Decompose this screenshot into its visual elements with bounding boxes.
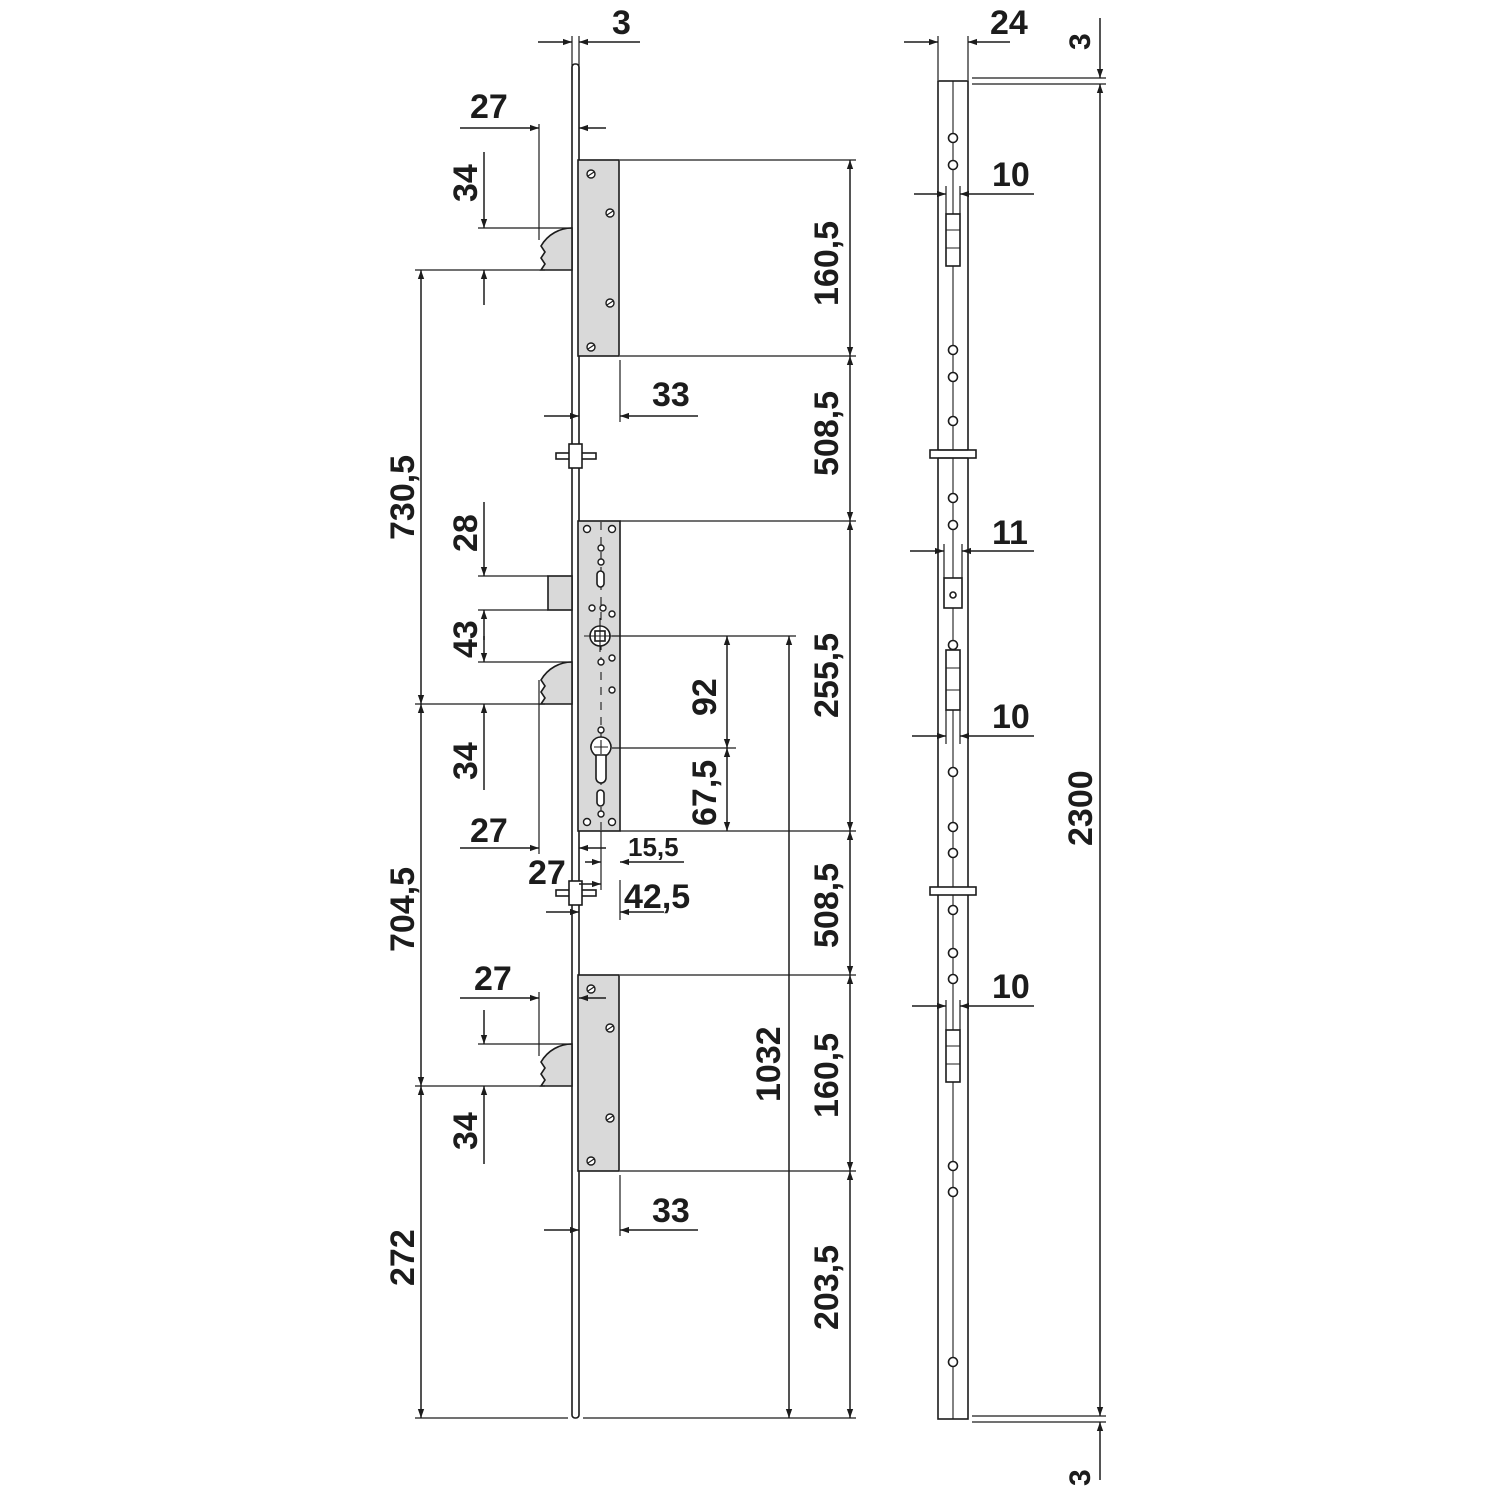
dim-center-hook-offset-lower: 27 xyxy=(528,854,601,892)
dim-label: 24 xyxy=(990,4,1028,42)
dim-bottom-hook-offset: 27 xyxy=(460,960,606,1056)
bottom-gearbox xyxy=(577,974,620,1172)
dim-label: 3 xyxy=(1064,33,1097,50)
center-deadbolt xyxy=(547,575,573,611)
faceplate-coupler-top xyxy=(929,449,977,459)
dim-label: 704,5 xyxy=(384,867,422,952)
dim-label: 203,5 xyxy=(808,1245,846,1330)
dim-label: 730,5 xyxy=(384,455,422,540)
dim-center-bolt-width: 11 xyxy=(910,514,1034,578)
dim-faceplate-width: 24 xyxy=(904,4,1028,80)
dim-label: 160,5 xyxy=(808,1033,846,1118)
dim-label: 67,5 xyxy=(686,760,724,826)
center-hook xyxy=(539,661,573,705)
dim-upper-hook-pitch: 730,5 xyxy=(384,270,545,705)
front-view: 3 27 34 160,5 33 xyxy=(384,4,856,1419)
dim-label: 10 xyxy=(992,156,1030,194)
dim-bottom-hook-height: 34 xyxy=(447,1010,572,1164)
dim-label: 255,5 xyxy=(808,633,846,718)
dim-label: 27 xyxy=(470,88,508,126)
dim-label: 508,5 xyxy=(808,391,846,476)
faceplate-holes xyxy=(947,132,959,1368)
dim-label: 508,5 xyxy=(808,863,846,948)
dim-handle-height: 1032 xyxy=(750,636,793,1418)
dim-label: 2300 xyxy=(1062,770,1100,846)
dim-label: 92 xyxy=(686,678,724,716)
dim-total-length: 2300 xyxy=(972,77,1106,1423)
dim-bottom-box-depth: 33 xyxy=(544,1175,698,1236)
dim-label: 11 xyxy=(992,514,1028,552)
dim-label: 28 xyxy=(447,514,485,552)
faceplate-slots xyxy=(943,213,963,1083)
dim-label: 15,5 xyxy=(628,832,679,862)
top-hook xyxy=(539,227,573,271)
dim-label: 3 xyxy=(612,4,631,42)
dim-top-end: 3 xyxy=(1064,18,1104,78)
dim-spindle-to-bottom: 92 xyxy=(686,636,731,748)
top-coupler xyxy=(555,443,597,469)
dim-backset-small: 15,5 xyxy=(585,831,684,890)
dim-bottom-rod-length: 203,5 xyxy=(583,1171,856,1419)
dim-label: 34 xyxy=(447,1112,485,1150)
dim-top-hook-height: 34 xyxy=(415,152,572,305)
dim-center-box-length: 255,5 xyxy=(808,521,854,831)
faceplate-coupler-bottom xyxy=(929,886,977,896)
dim-center-hook-offset: 27 xyxy=(460,680,606,854)
dim-label: 33 xyxy=(652,376,690,414)
dim-label: 43 xyxy=(447,620,485,658)
dim-backset: 42,5 xyxy=(546,878,690,920)
dim-top-box-length: 160,5 xyxy=(808,160,854,356)
dim-lower-hook-pitch: 704,5 xyxy=(384,704,545,1087)
ext-center-case xyxy=(612,635,856,832)
dim-label: 33 xyxy=(652,1192,690,1230)
dim-top-box-depth: 33 xyxy=(544,360,698,422)
dim-label: 27 xyxy=(474,960,512,998)
dim-label: 10 xyxy=(992,968,1030,1006)
top-gearbox xyxy=(577,159,620,357)
dim-label: 160,5 xyxy=(808,221,846,306)
dim-bottom-end: 3 xyxy=(1064,1422,1104,1486)
dim-label: 27 xyxy=(470,812,508,850)
dim-label: 3 xyxy=(1064,1469,1097,1486)
bottom-hook xyxy=(539,1043,573,1087)
dim-label: 27 xyxy=(528,854,566,892)
dim-label: 10 xyxy=(992,698,1030,736)
dim-top-hook-offset: 27 xyxy=(460,88,606,240)
bottom-coupler xyxy=(555,880,597,906)
dim-label: 34 xyxy=(447,742,485,780)
dim-floor-to-hook: 272 xyxy=(384,1086,568,1419)
dim-span-top-center: 508,5 xyxy=(620,356,856,522)
dim-label: 34 xyxy=(447,164,485,202)
dim-bottom-bolt-width: 10 xyxy=(912,968,1034,1030)
dim-label: 1032 xyxy=(750,1026,788,1102)
side-view: 24 10 11 10 10 xyxy=(904,4,1106,1486)
dim-deadbolt-height: 28 xyxy=(447,502,548,640)
dim-center-hook-height: 34 xyxy=(447,704,488,790)
dim-label: 42,5 xyxy=(624,878,690,916)
dim-span-center-bottom: 508,5 xyxy=(620,831,856,976)
dim-center-lower-bolt-width: 10 xyxy=(912,698,1034,744)
dim-bottom-box-length: 160,5 xyxy=(808,975,854,1171)
dim-label: 272 xyxy=(384,1229,422,1286)
dim-top-bolt-width: 10 xyxy=(914,156,1034,214)
center-lock-case xyxy=(577,520,621,832)
dim-rod-thickness: 3 xyxy=(538,4,640,80)
dim-latch-gap: 43 xyxy=(447,620,572,663)
ext-top-box xyxy=(620,159,856,357)
dim-cylinder-to-bottom: 67,5 xyxy=(686,748,731,831)
